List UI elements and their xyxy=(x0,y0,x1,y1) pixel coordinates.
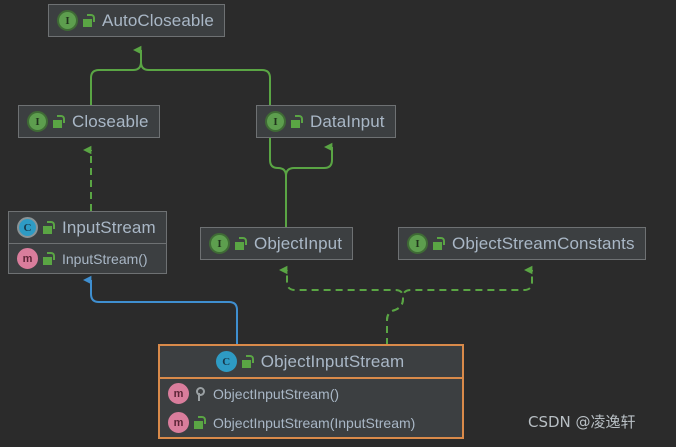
node-inputstream-header[interactable]: C InputStream xyxy=(9,212,166,243)
node-objectinputstream-header[interactable]: C ObjectInputStream xyxy=(160,346,462,379)
method-icon: m xyxy=(17,248,38,269)
edge-objectinputstream-to-objectinput xyxy=(278,265,404,345)
public-unlock-icon xyxy=(193,415,206,430)
node-inputstream-title: InputStream xyxy=(62,217,156,237)
method-icon: m xyxy=(168,383,189,404)
public-unlock-icon xyxy=(52,114,65,129)
public-unlock-icon xyxy=(42,220,55,235)
node-objectinput-title: ObjectInput xyxy=(254,233,343,253)
member-label: ObjectInputStream(InputStream) xyxy=(213,414,416,431)
node-closeable[interactable]: I Closeable xyxy=(18,105,160,138)
node-datainput-header[interactable]: I DataInput xyxy=(257,106,395,137)
node-datainput[interactable]: I DataInput xyxy=(256,105,396,138)
node-objectinputstream-title: ObjectInputStream xyxy=(260,351,405,371)
interface-icon: I xyxy=(407,233,428,254)
public-unlock-icon xyxy=(42,251,55,266)
watermark: CSDN @凌逸轩 xyxy=(528,413,636,431)
member-label: InputStream() xyxy=(62,250,148,267)
member-label: ObjectInputStream() xyxy=(213,385,340,402)
edge-closeable-to-autocloseable xyxy=(90,45,142,105)
interface-icon: I xyxy=(57,10,78,31)
node-objectinputstream-member-0[interactable]: m ObjectInputStream() xyxy=(160,379,462,408)
node-inputstream[interactable]: C InputStream m InputStream() xyxy=(8,211,167,274)
node-autocloseable-title: AutoCloseable xyxy=(102,10,214,30)
interface-icon: I xyxy=(27,111,48,132)
public-unlock-icon xyxy=(290,114,303,129)
node-objectinputstream-member-1[interactable]: m ObjectInputStream(InputStream) xyxy=(160,408,462,437)
node-objectstreamconstants-header[interactable]: I ObjectStreamConstants xyxy=(399,228,645,259)
interface-icon: I xyxy=(209,233,230,254)
public-unlock-icon xyxy=(432,236,445,251)
protected-key-icon xyxy=(193,386,206,401)
node-autocloseable[interactable]: I AutoCloseable xyxy=(48,4,225,37)
node-objectinputstream[interactable]: C ObjectInputStream m ObjectInputStream(… xyxy=(158,344,464,439)
edge-objectinput-to-autocloseable xyxy=(140,50,287,227)
node-objectinput-header[interactable]: I ObjectInput xyxy=(201,228,352,259)
public-unlock-icon xyxy=(241,354,254,369)
node-closeable-title: Closeable xyxy=(72,111,149,131)
node-autocloseable-header[interactable]: I AutoCloseable xyxy=(49,5,224,36)
class-icon: C xyxy=(215,351,237,372)
node-objectstreamconstants[interactable]: I ObjectStreamConstants xyxy=(398,227,646,260)
node-inputstream-member-0[interactable]: m InputStream() xyxy=(9,243,166,273)
edge-objectinput-to-datainput xyxy=(285,142,333,227)
node-objectinput[interactable]: I ObjectInput xyxy=(200,227,354,260)
method-icon: m xyxy=(168,412,189,433)
class-abstract-icon: C xyxy=(17,217,38,238)
edge-objectinputstream-to-objectstreamconstants xyxy=(386,265,533,345)
node-closeable-header[interactable]: I Closeable xyxy=(19,106,159,137)
interface-icon: I xyxy=(265,111,286,132)
node-objectstreamconstants-title: ObjectStreamConstants xyxy=(452,233,635,253)
public-unlock-icon xyxy=(82,13,95,28)
edge-objectinputstream-to-inputstream xyxy=(82,275,238,345)
public-unlock-icon xyxy=(234,236,247,251)
node-datainput-title: DataInput xyxy=(310,111,385,131)
